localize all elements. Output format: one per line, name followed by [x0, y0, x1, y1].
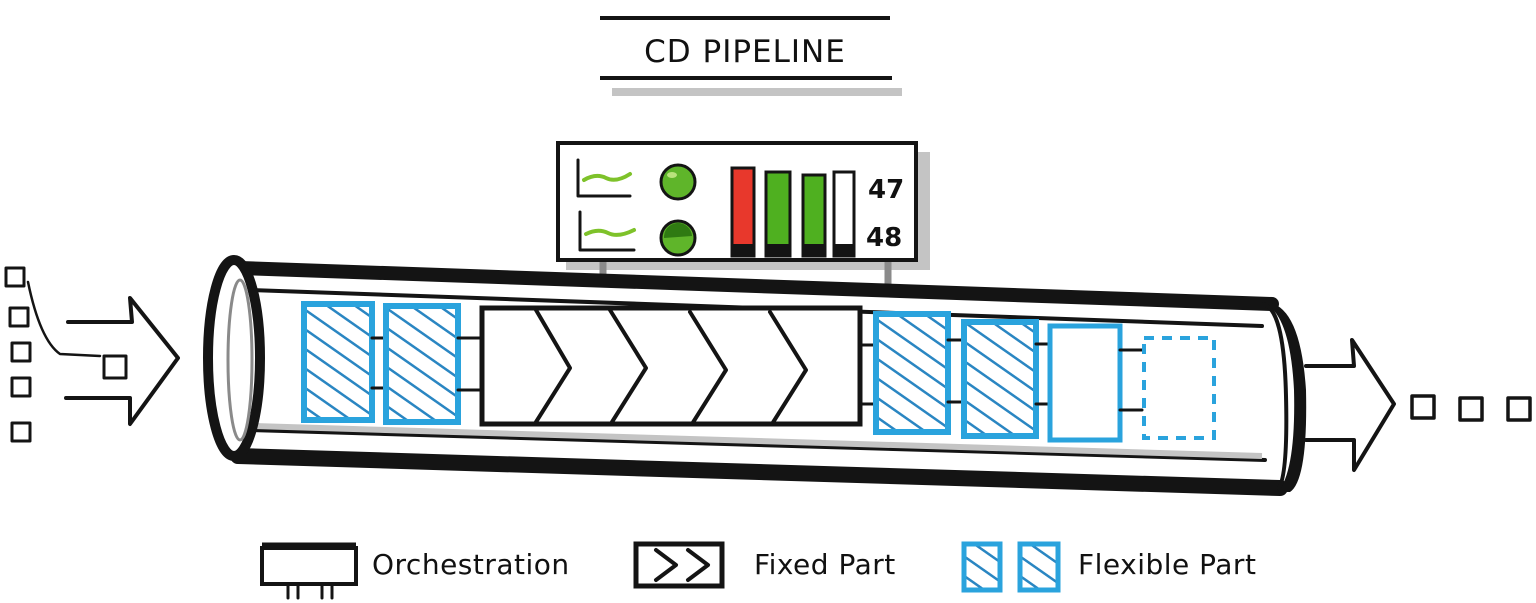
output-artifact	[1410, 394, 1436, 420]
fixed-step-chevron	[768, 310, 808, 426]
status-bar-green	[801, 173, 827, 258]
output-artifact	[1458, 396, 1484, 422]
status-bar-empty	[832, 170, 856, 258]
dashboard-number-bottom: 48	[866, 223, 902, 253]
pending-stage	[1142, 336, 1216, 440]
status-bar-red	[730, 166, 756, 258]
pipe-inlet-rim	[203, 255, 265, 461]
title-block: CD PIPELINE	[600, 16, 902, 96]
pipeline-stages	[301, 301, 1216, 443]
fixed-step-chevron	[608, 308, 648, 424]
flexible-swatch-icon	[1017, 541, 1061, 593]
legend: Orchestration Fixed Part Flexible Part	[260, 541, 1256, 600]
flexible-stage	[383, 303, 461, 425]
output-artifacts	[1410, 394, 1532, 422]
input-artifact	[10, 421, 32, 443]
status-light-icon	[659, 163, 697, 201]
input-artifact	[8, 306, 30, 328]
status-light-icon	[659, 219, 697, 257]
page-title: CD PIPELINE	[644, 34, 846, 70]
pipe-outlet-rim	[1262, 301, 1307, 492]
trend-chart-icon	[578, 210, 636, 252]
legend-item-flexible: Flexible Part	[961, 541, 1256, 593]
fixed-step-chevron	[534, 308, 572, 424]
incoming-artifact	[102, 354, 128, 380]
output-arrow-icon	[1304, 338, 1396, 472]
input-artifacts	[4, 266, 128, 443]
status-bar-green	[764, 170, 792, 258]
legend-label-fixed: Fixed Part	[754, 548, 896, 581]
flexible-stage	[301, 301, 375, 423]
flexible-swatch-icon	[961, 541, 1003, 593]
title-shadow	[612, 88, 902, 96]
legend-label-orchestration: Orchestration	[372, 548, 570, 581]
legend-item-orchestration: Orchestration	[260, 542, 570, 600]
fixed-step-chevron	[688, 310, 728, 426]
input-artifact	[10, 341, 32, 363]
input-arrow-icon	[64, 296, 180, 426]
legend-label-flexible: Flexible Part	[1078, 548, 1256, 581]
input-artifact	[10, 376, 32, 398]
flexible-stage	[873, 311, 951, 435]
orchestration-stage	[479, 305, 863, 427]
trend-chart-icon	[576, 158, 632, 198]
orchestration-stage	[1047, 323, 1123, 443]
legend-item-fixed: Fixed Part	[633, 541, 896, 589]
dashboard-panel: 47 48	[556, 141, 930, 290]
dashboard-number-top: 47	[868, 175, 904, 205]
input-artifact	[4, 266, 26, 288]
output-artifact	[1506, 396, 1532, 422]
flexible-stage	[961, 319, 1039, 439]
orchestration-swatch-icon	[260, 546, 358, 586]
